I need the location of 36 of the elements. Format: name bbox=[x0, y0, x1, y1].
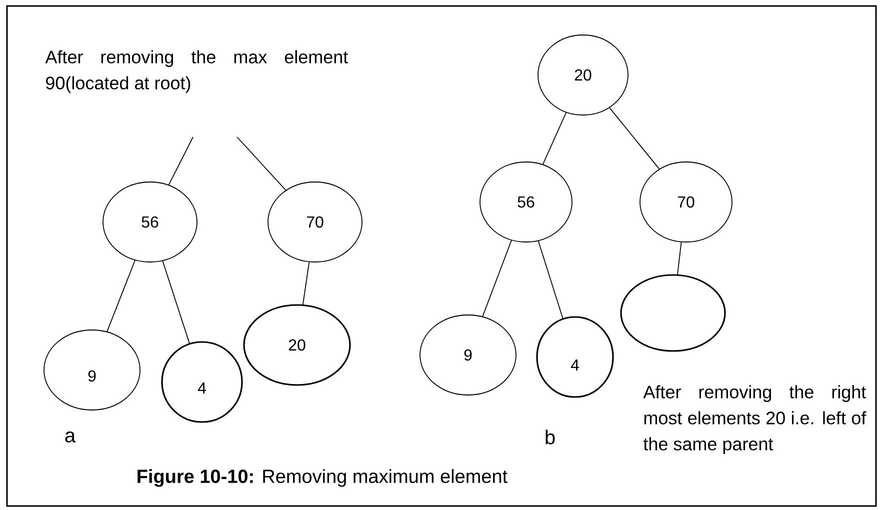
note-text: After removing the right most elements 20 i.e. left of the same parent bbox=[643, 385, 866, 454]
node-value: 9 bbox=[464, 349, 472, 361]
tree-node-circle bbox=[640, 162, 732, 242]
node-value: 4 bbox=[198, 382, 206, 394]
note-text: After removing the max element 90(located at root) bbox=[45, 50, 348, 93]
node-value: 70 bbox=[306, 216, 324, 228]
tree-edge bbox=[677, 242, 682, 275]
node-value: 56 bbox=[518, 196, 534, 208]
node-value: 56 bbox=[142, 216, 158, 228]
tree-node-circle bbox=[538, 34, 628, 116]
tree-node-circle bbox=[161, 341, 243, 423]
tree-node-circle bbox=[620, 274, 726, 352]
node-value: 70 bbox=[678, 196, 694, 208]
panel-letter: a bbox=[65, 432, 76, 442]
figure-caption: Figure 10-10: Removing maximum element bbox=[138, 469, 508, 487]
tree-node-circle bbox=[420, 314, 516, 396]
tree-node-circle bbox=[536, 316, 614, 398]
panel-letter: b bbox=[546, 430, 555, 444]
tree-node-circle bbox=[480, 162, 572, 242]
tree-node-circle bbox=[102, 182, 198, 262]
node-value: 4 bbox=[570, 359, 579, 370]
tree-node-circle bbox=[44, 330, 140, 410]
tree-edge bbox=[168, 136, 194, 186]
tree-edge bbox=[106, 260, 136, 332]
tree-edge bbox=[542, 112, 567, 165]
node-value: 20 bbox=[574, 69, 592, 81]
node-value: 9 bbox=[88, 370, 96, 382]
tree-edge bbox=[302, 262, 310, 305]
tree-edge bbox=[162, 260, 190, 344]
tree-edge bbox=[236, 136, 286, 191]
tree-node-circle bbox=[268, 182, 362, 262]
tree-node-circle bbox=[243, 304, 351, 386]
node-value: 20 bbox=[288, 339, 306, 351]
tree-edge bbox=[609, 107, 660, 170]
tree-edge bbox=[482, 240, 512, 317]
tree-edge bbox=[538, 240, 564, 319]
